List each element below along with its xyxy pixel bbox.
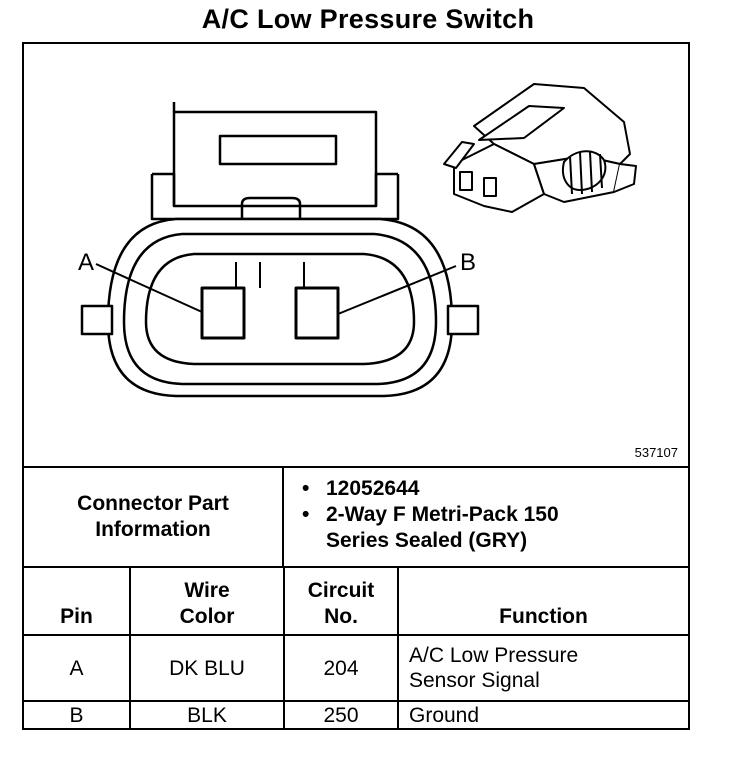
pin-table-header: Pin Wire Color Circuit No. Function — [24, 568, 688, 636]
connector-diagram: A B 537107 — [24, 44, 688, 468]
header-circuit: Circuit No. — [283, 568, 399, 636]
part-number: 12052644 — [326, 477, 420, 500]
table-row: A DK BLU 204 A/C Low Pressure Sensor Sig… — [24, 634, 688, 702]
page-title: A/C Low Pressure Switch — [201, 4, 535, 34]
connector-frame: A B 537107 Connector Part Information • … — [22, 42, 690, 730]
circuit-cell: 204 — [283, 634, 399, 702]
connector-info-row: Connector Part Information • 12052644 • … — [24, 468, 688, 568]
wire-color-cell: BLK — [129, 700, 285, 728]
header-function: Function — [397, 568, 688, 636]
table-row: B BLK 250 Ground — [24, 700, 688, 728]
bullet-icon: • — [302, 477, 310, 500]
function-cell: A/C Low Pressure Sensor Signal — [397, 634, 688, 702]
callout-b-label: B — [460, 249, 476, 276]
connector-type-item: • 2-Way F Metri-Pack 150 Series Sealed (… — [302, 502, 626, 554]
connector-info-list: • 12052644 • 2-Way F Metri-Pack 150 Seri… — [302, 476, 626, 554]
header-wire-color: Wire Color — [129, 568, 285, 636]
function-cell: Ground — [397, 700, 688, 728]
pin-table: Pin Wire Color Circuit No. Function A DK… — [24, 568, 688, 728]
connector-type: 2-Way F Metri-Pack 150 Series Sealed (GR… — [326, 503, 559, 552]
callout-a-label: A — [78, 249, 94, 276]
header-pin: Pin — [24, 568, 131, 636]
connector-info-label-cell: Connector Part Information — [24, 468, 284, 566]
circuit-cell: 250 — [283, 700, 399, 728]
wire-color-cell: DK BLU — [129, 634, 285, 702]
connector-info-label: Connector Part Information — [77, 492, 229, 541]
connector-face-drawing: A B — [78, 83, 637, 398]
pin-cell: B — [24, 700, 131, 728]
figure-number: 537107 — [634, 445, 678, 460]
bullet-icon: • — [302, 503, 310, 526]
part-number-item: • 12052644 — [302, 476, 626, 502]
pin-cell: A — [24, 634, 131, 702]
